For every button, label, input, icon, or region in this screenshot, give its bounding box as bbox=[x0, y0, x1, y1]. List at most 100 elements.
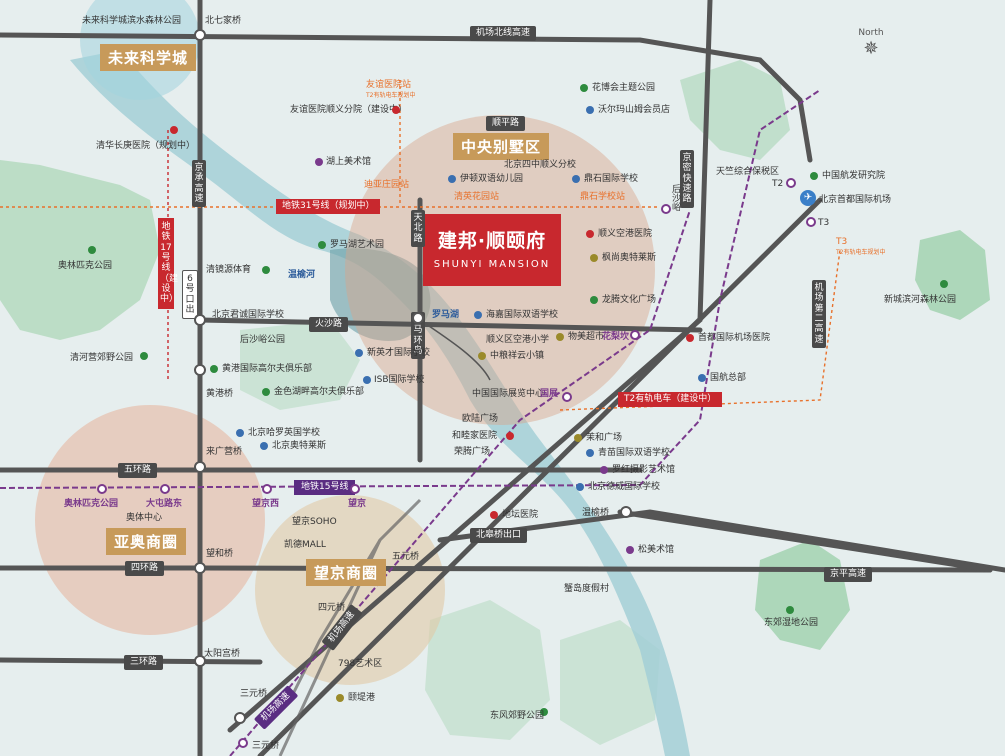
hospital-icon bbox=[586, 230, 594, 238]
label-longteng: 龙腾文化广场 bbox=[602, 295, 657, 305]
label-kaide: 凯德MALL bbox=[284, 540, 326, 550]
school-icon bbox=[586, 449, 594, 457]
compass-icon: ✵ bbox=[863, 38, 879, 59]
label-qinghua: 清华长庚医院 bbox=[96, 141, 151, 151]
label-sanyuan: 三元桥 bbox=[240, 689, 268, 699]
hospital-icon bbox=[686, 334, 694, 342]
label-shoudu-intl: 首都国际机场医院 bbox=[698, 333, 771, 343]
junction-beiqijia bbox=[194, 29, 206, 41]
shop-icon bbox=[586, 106, 594, 114]
road-jingping: 京平高速 bbox=[824, 567, 873, 582]
label-houniu: 后沙峪公园 bbox=[240, 335, 286, 345]
hospital-icon bbox=[490, 511, 498, 519]
label-dingshi: 鼎石国际学校 bbox=[584, 174, 639, 184]
label-youyi-note: T2有轨电车规划中 bbox=[366, 92, 416, 99]
label-haijia: 海嘉国际双语学校 bbox=[486, 310, 559, 320]
road-sihuan: 四环路 bbox=[125, 561, 165, 576]
metro-station-aolin[interactable] bbox=[97, 484, 107, 494]
junction-taiyang bbox=[194, 655, 206, 667]
school-icon bbox=[576, 483, 584, 491]
shop-icon bbox=[260, 442, 268, 450]
metro-station-sanyuan[interactable] bbox=[238, 738, 248, 748]
label-yilan: 伊顿双语幼儿园 bbox=[460, 174, 524, 184]
label-huagang: 花博会主题公园 bbox=[592, 83, 656, 93]
metro-station-wangjingxi[interactable] bbox=[262, 484, 272, 494]
road-tianbei: 天北路 bbox=[411, 210, 425, 248]
label-t3: T3 bbox=[818, 218, 830, 228]
park-icon bbox=[786, 606, 794, 614]
label-dingshi-station: 鼎石学校站 bbox=[580, 192, 626, 202]
label-future-park: 未来科学城滨水森林公园 bbox=[82, 16, 182, 26]
label-tianzhu: 天竺综合保税区 bbox=[716, 167, 780, 177]
metro-line31: 地铁31号线（规划中） bbox=[276, 199, 381, 214]
label-qingying: 清英花园站 bbox=[454, 192, 500, 202]
metro-station-t3[interactable] bbox=[806, 217, 816, 227]
label-youyi-station: 友谊医院站 bbox=[366, 80, 412, 90]
junction-luoma bbox=[412, 312, 424, 324]
junction-huosha bbox=[194, 314, 206, 326]
label-qinghe-park: 清河营郊野公园 bbox=[70, 353, 134, 363]
label-siyi: 北京四中顺义分校 bbox=[504, 160, 577, 170]
label-shunyi-hospital: 顺义空港医院 bbox=[598, 229, 653, 239]
label-yiyuan: 颐堤港 bbox=[348, 693, 376, 703]
label-wuyuan: 五元桥 bbox=[392, 552, 420, 562]
park-icon bbox=[590, 296, 598, 304]
label-wangjing-soho: 望京SOHO bbox=[292, 517, 337, 527]
school-icon bbox=[572, 175, 580, 183]
park-icon bbox=[580, 84, 588, 92]
label-aolin-station: 奥林匹克公园 bbox=[64, 499, 119, 509]
junction-wanghe bbox=[194, 562, 206, 574]
label-youyi-hospital: 友谊医院顺义分院（建设中） bbox=[290, 105, 408, 115]
road-huosha: 火沙路 bbox=[309, 317, 349, 332]
shop-icon bbox=[336, 694, 344, 702]
metro-line17: 地铁17号线（建设中） bbox=[158, 218, 178, 309]
metro-station-huali[interactable] bbox=[630, 330, 640, 340]
metro-station-datun[interactable] bbox=[160, 484, 170, 494]
label-wanghe: 望和桥 bbox=[206, 549, 234, 559]
airport-icon: ✈ bbox=[800, 190, 816, 206]
sport-icon bbox=[262, 266, 270, 274]
metro-station-wangjing[interactable] bbox=[350, 484, 360, 494]
school-icon bbox=[474, 311, 482, 319]
label-huanggang: 黄港桥 bbox=[206, 389, 234, 399]
park-icon bbox=[540, 708, 548, 716]
metro-station-houshayu[interactable] bbox=[661, 204, 671, 214]
road-shunping: 顺平路 bbox=[486, 116, 526, 131]
label-rongtai: 荣腾广场 bbox=[454, 447, 491, 457]
label-wangjingxi: 望京西 bbox=[252, 499, 280, 509]
label-dongba: 东郊湿地公园 bbox=[764, 618, 819, 628]
label-oushang: 欧陆广场 bbox=[462, 414, 499, 424]
metro-station-guozhan[interactable] bbox=[562, 392, 572, 402]
label-t3-note: T2有轨电车规划中 bbox=[836, 249, 886, 256]
art-icon bbox=[315, 158, 323, 166]
road-wuhuan: 五环路 bbox=[118, 463, 158, 478]
label-dongfeng: 东风郊野公园 bbox=[490, 711, 545, 721]
label-junyi: 北京君诚国际学校 bbox=[212, 310, 285, 320]
label-guohang: 国航总部 bbox=[710, 373, 747, 383]
label-wumei: 物美超市 bbox=[568, 332, 605, 342]
project-logo[interactable]: 建邦·顺颐府 SHUNYI MANSION bbox=[423, 214, 561, 286]
office-icon bbox=[698, 374, 706, 382]
area-yaao: 亚奥商圈 bbox=[106, 528, 187, 555]
art-icon bbox=[600, 466, 608, 474]
road-jingcheng: 京承高速 bbox=[192, 160, 206, 208]
park-icon bbox=[318, 241, 326, 249]
label-shunyi-kong: 顺义区空港小学 bbox=[486, 335, 550, 345]
label-hangfa: 中国航发研究院 bbox=[822, 171, 886, 181]
label-t3b: T3 bbox=[836, 237, 848, 247]
label-molihe: 茉和广场 bbox=[586, 433, 623, 443]
label-wenyu-river: 温榆河 bbox=[288, 270, 316, 280]
town-icon bbox=[478, 352, 486, 360]
label-qinghua-note: （规划中） bbox=[150, 141, 196, 151]
label-heyijia: 和睦家医院 bbox=[452, 431, 498, 441]
label-guozhan: 中国国际展览中心 bbox=[472, 389, 545, 399]
metro-station-t2[interactable] bbox=[786, 178, 796, 188]
road-beigao-exit: 北皋桥出口 bbox=[470, 528, 528, 543]
hospital-icon bbox=[506, 432, 514, 440]
label-aolin-park: 奥林匹克公园 bbox=[58, 261, 113, 271]
label-xinying: 新英才国际学校 bbox=[367, 348, 431, 358]
park-icon bbox=[88, 246, 96, 254]
label-qingmiao: 青苗国际双语学校 bbox=[598, 448, 671, 458]
label-luoma-lake: 罗马湖 bbox=[432, 310, 460, 320]
